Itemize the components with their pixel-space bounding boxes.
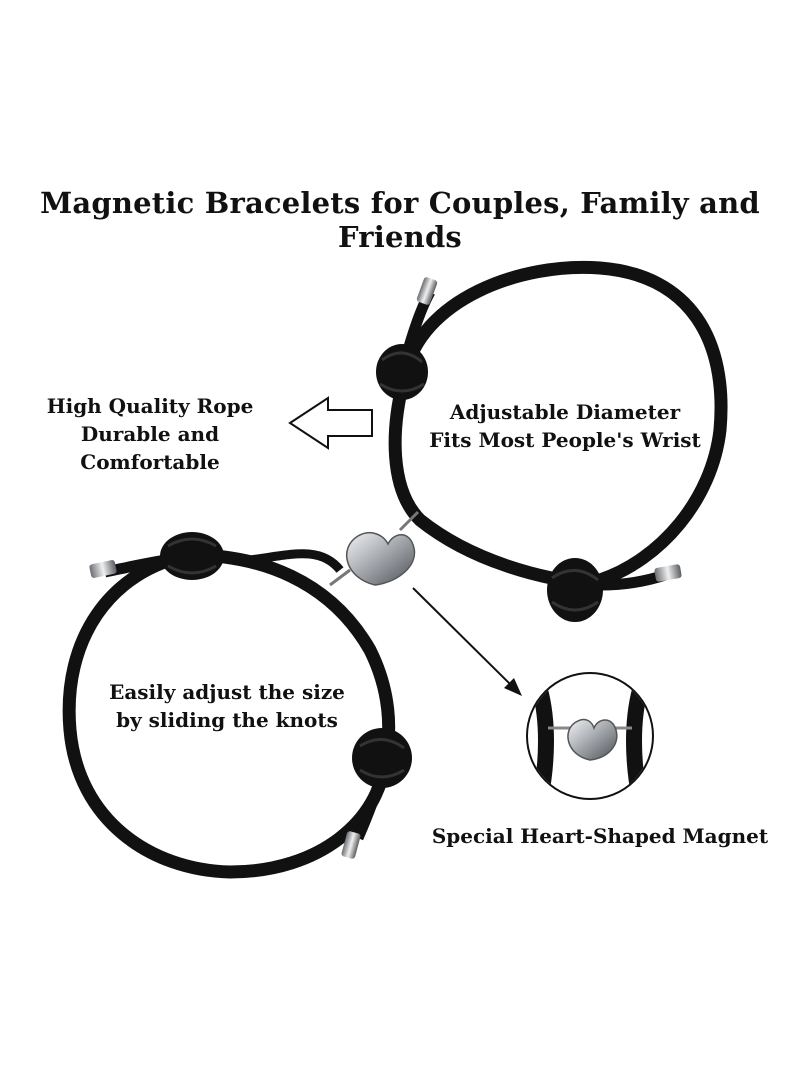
arrow-left-outline-icon [288, 396, 373, 450]
magnet-detail-circle [526, 672, 654, 800]
knot-left-top [160, 532, 224, 580]
heart-magnet [329, 510, 420, 587]
metal-tip [654, 564, 682, 582]
pointer-arrow-icon [412, 587, 522, 696]
rope-quality-label: High Quality Rope Durable and Comfortabl… [20, 392, 280, 476]
knot-right-bottom [547, 558, 603, 622]
diameter-label-line1: Adjustable Diameter [449, 400, 681, 424]
metal-tip [416, 277, 438, 305]
bracelet-right [376, 260, 728, 622]
knot-left-bottom [352, 728, 412, 788]
diameter-label: Adjustable Diameter Fits Most People's W… [420, 398, 710, 454]
knot-right-top [376, 344, 428, 400]
magnet-label: Special Heart-Shaped Magnet [431, 824, 769, 848]
rope-label-line1: High Quality Rope [46, 394, 254, 418]
bracelet-left [62, 532, 412, 879]
size-label-line1: Easily adjust the size [109, 680, 345, 704]
metal-tip [341, 831, 361, 859]
size-label-line2: by sliding the knots [116, 708, 338, 732]
rope-label-line2: Durable and Comfortable [80, 422, 220, 474]
size-adjust-label: Easily adjust the size by sliding the kn… [96, 678, 358, 734]
page-title: Magnetic Bracelets for Couples, Family a… [40, 186, 760, 254]
metal-tip [89, 560, 117, 578]
diameter-label-line2: Fits Most People's Wrist [429, 428, 701, 452]
